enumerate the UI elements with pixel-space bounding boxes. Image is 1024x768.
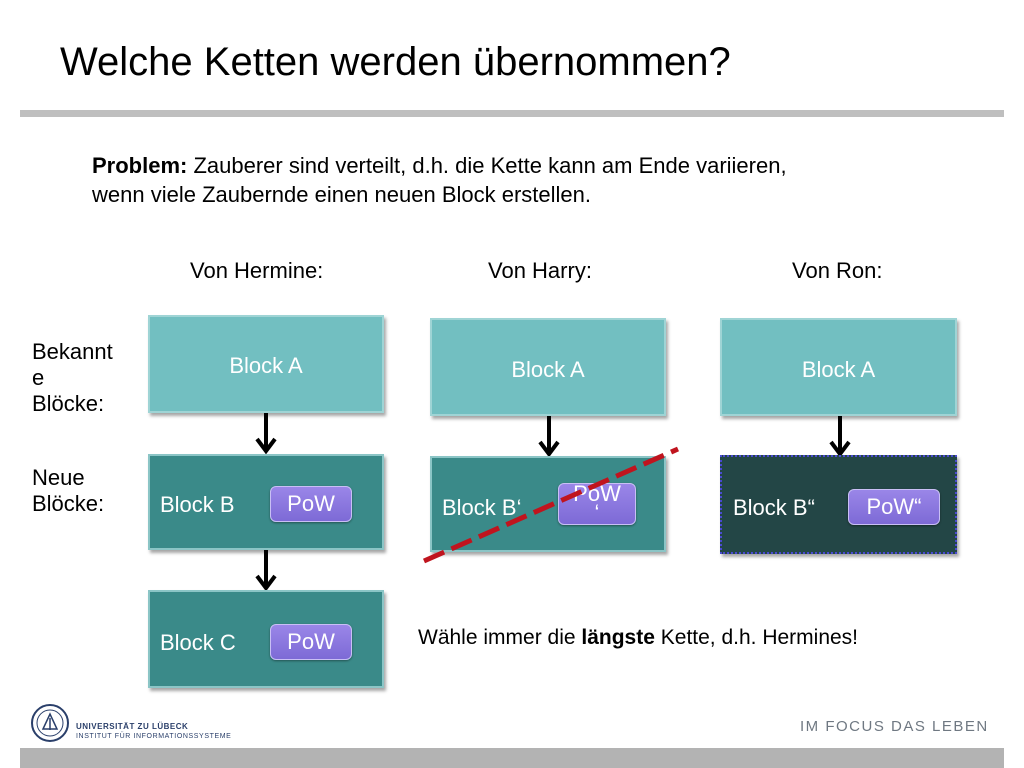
title-divider [20,110,1004,117]
ron-block-b-label: Block B“ [733,495,815,520]
slogan: IM FOCUS DAS LEBEN [800,718,989,735]
harry-block-a-label: Block A [511,357,585,382]
ron-block-b-pow: PoW“ [848,489,940,525]
hermine-block-b-pow: PoW [270,486,352,522]
conclusion-bold: längste [581,626,655,649]
row-label-known-blocks: Bekannt e Blöcke: [32,339,113,416]
row-label-new-blocks: Neue Blöcke: [32,465,105,516]
column-heading-hermine: Von Hermine: [190,258,324,283]
harry-block-b-label: Block B‘ [442,495,522,520]
university-seal-logo [31,704,69,742]
hermine-block-a: Block A [148,315,384,413]
hermine-block-c-pow: PoW [270,624,352,660]
conclusion-post: Kette, d.h. Hermines! [654,626,859,649]
hermine-block-c: Block C PoW [148,590,384,688]
harry-block-a: Block A [430,318,666,416]
arrow-down-icon [255,413,277,455]
hermine-block-b: Block B PoW [148,454,384,550]
institute-name: INSTITUT FÜR INFORMATIONSSYSTEME [76,733,232,740]
problem-text: Zauberer sind verteilt, d.h. die Kette k… [92,153,787,207]
problem-label: Problem: [92,153,188,178]
hermine-block-a-label: Block A [229,353,303,378]
conclusion-pre: Wähle immer die [418,626,582,649]
problem-statement: Problem: Zauberer sind verteilt, d.h. di… [92,151,812,209]
column-heading-ron: Von Ron: [792,258,883,283]
hermine-block-b-label: Block B [160,492,235,517]
hermine-block-c-label: Block C [160,630,236,655]
arrow-down-icon [538,416,560,458]
ron-block-a-label: Block A [801,357,876,382]
university-name: UNIVERSITÄT ZU LÜBECK [76,722,189,731]
ron-block-a: Block A [720,318,957,416]
slide-title: Welche Ketten werden übernommen? [60,40,731,84]
harry-block-b-pow: PoW ‘ [558,483,636,525]
footer-bar [20,748,1004,768]
arrow-down-icon [829,416,851,458]
arrow-down-icon [255,550,277,592]
conclusion-text: Wähle immer die längste Kette, d.h. Herm… [418,626,858,650]
column-heading-harry: Von Harry: [488,258,592,283]
ron-block-b: Block B“ PoW“ [720,455,957,554]
